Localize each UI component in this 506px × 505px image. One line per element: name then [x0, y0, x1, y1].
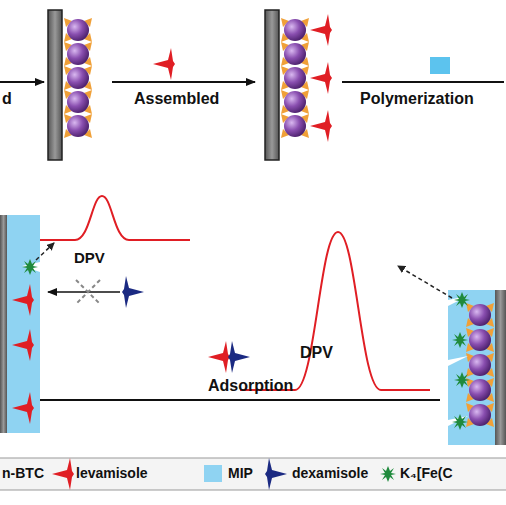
step-label: Adsorption: [208, 377, 293, 395]
legend-text: dexamisole: [292, 466, 368, 481]
step-label: Polymerization: [360, 90, 474, 108]
legend-text: MIP: [228, 466, 253, 481]
legend-text: levamisole: [76, 466, 148, 481]
step-label: Assembled: [134, 90, 219, 108]
step-label: d: [2, 90, 12, 108]
dpv-label: DPV: [300, 344, 333, 362]
legend-text: K₄[Fe(C: [400, 466, 453, 481]
dpv-label: DPV: [74, 250, 105, 267]
legend-swatch: [204, 465, 222, 482]
legend-text: n-BTC: [2, 466, 44, 481]
